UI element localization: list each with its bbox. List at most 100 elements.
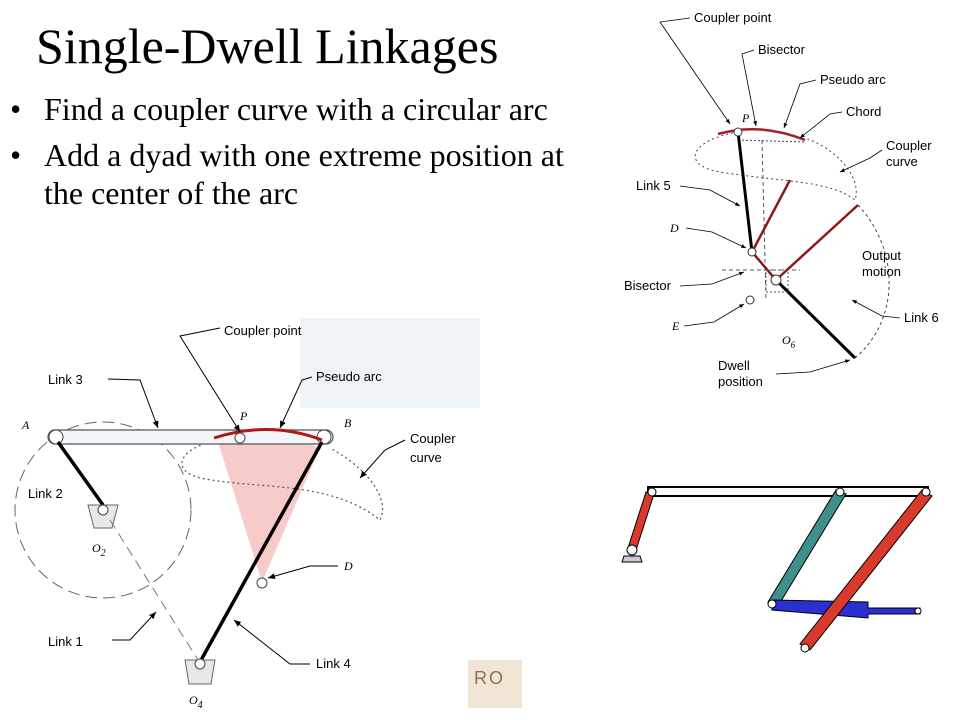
link-teal [767,489,847,607]
label-link1: Link 1 [48,634,83,649]
leader-coupler-point [179,327,241,433]
label-O4: O4 [189,693,203,711]
pseudo-arc [717,127,806,142]
leader-coupler-curve [839,149,883,173]
leader-link6 [851,299,901,319]
leader-chord [799,111,843,139]
label-coupler-point: Coupler point [224,323,302,338]
leader-link5 [679,185,741,207]
leader-link3 [107,378,159,429]
joint-5 [914,607,922,615]
label-output-motion-line1: Output [862,248,901,263]
joint-3 [921,487,931,497]
label-link3: Link 3 [48,372,83,387]
joint-D [747,247,757,257]
label-O2: O2 [92,541,106,559]
link1-line [109,519,199,661]
leader-coupler-point [659,17,731,125]
label-D: D [343,559,353,573]
leader-bisector [679,271,745,287]
leader-E [683,303,745,327]
leader-D [267,565,338,579]
label-E: E [671,319,680,333]
label-link4: Link 4 [316,656,351,671]
label-B: B [344,416,352,430]
label-coupler-curve-line2: curve [886,154,918,169]
coupler-curve [694,131,857,201]
joint-ground [626,544,638,556]
label-coupler-curve-line1: Coupler [410,431,456,446]
pseudo-arc-sector [218,436,320,582]
label-bisector-top: Bisector [758,42,806,57]
slide-title: Single-Dwell Linkages [36,18,499,74]
coupler-point-P [234,432,246,444]
chord-line [737,139,806,143]
label-pseudo-arc: Pseudo arc [820,72,886,87]
label-P: P [741,111,750,125]
joint-6 [800,643,810,653]
link-red-long [799,489,933,651]
label-chord: Chord [846,104,881,119]
link3-bar [47,429,334,445]
ground-O6 [765,269,789,293]
ground-O4 [184,659,216,685]
label-P: P [239,409,248,423]
watermark-patch [468,660,522,708]
bullet-item: • Add a dyad with one extreme position a… [10,136,570,212]
joint-O6 [770,274,782,286]
joint-B [316,429,332,445]
left-linkage-diagram: Coupler point Pseudo arc Link 3 A P B Co… [14,318,480,711]
joint-4 [767,599,777,609]
link5-line [736,131,754,253]
crank-circle [14,421,192,599]
label-bisector: Bisector [624,278,672,293]
label-D: D [669,221,679,235]
joint-P [733,127,743,137]
label-output-motion-line2: motion [862,264,901,279]
leader-D [685,227,747,249]
bullet-marker: • [10,91,22,127]
link-red-3 [775,204,859,281]
link-red-crank [627,491,655,551]
bullet-item: • Find a coupler curve with a circular a… [10,90,570,128]
bullet-text: Find a coupler curve with a circular arc [44,91,548,127]
point-D [256,577,268,589]
link-red-1 [750,179,792,253]
output-motion-arc [854,204,890,359]
joint-1 [647,487,657,497]
joint-O2 [97,504,109,516]
leader-dwell [775,359,851,375]
bisector-line [761,139,767,301]
watermark-text: RO [474,668,505,688]
leader-coupler-curve [359,439,406,479]
leader-bisector-top [741,49,758,127]
label-link5: Link 5 [636,178,671,193]
label-coupler-curve-line1: Coupler [886,138,932,153]
link4-line [198,441,324,663]
background-patch [300,318,480,408]
leader-link1 [112,611,157,641]
joint-2 [835,487,845,497]
label-O6: O6 [782,333,796,350]
joint-E [745,295,755,305]
label-dwell-line1: Dwell [718,358,750,373]
link-black-top [647,486,929,497]
label-coupler-curve-line2: curve [410,450,442,465]
bullet-marker: • [10,137,22,173]
label-dwell-line2: position [718,374,763,389]
leader-pseudo-arc [279,376,313,429]
bullet-list: • Find a coupler curve with a circular a… [10,90,570,220]
ground-O2 [87,504,119,529]
link-blue [771,599,921,619]
leader-pseudo-arc [783,79,817,129]
joint-A [48,429,64,445]
bullet-text: Add a dyad with one extreme position at … [44,137,564,211]
pseudo-arc [213,427,323,442]
link-red-2 [751,251,777,281]
joint-O4 [194,658,206,670]
colored-linkage-model [621,486,933,653]
link6-line [774,278,857,360]
label-link6: Link 6 [904,310,939,325]
leader-link4 [233,619,310,665]
label-A: A [21,418,30,432]
